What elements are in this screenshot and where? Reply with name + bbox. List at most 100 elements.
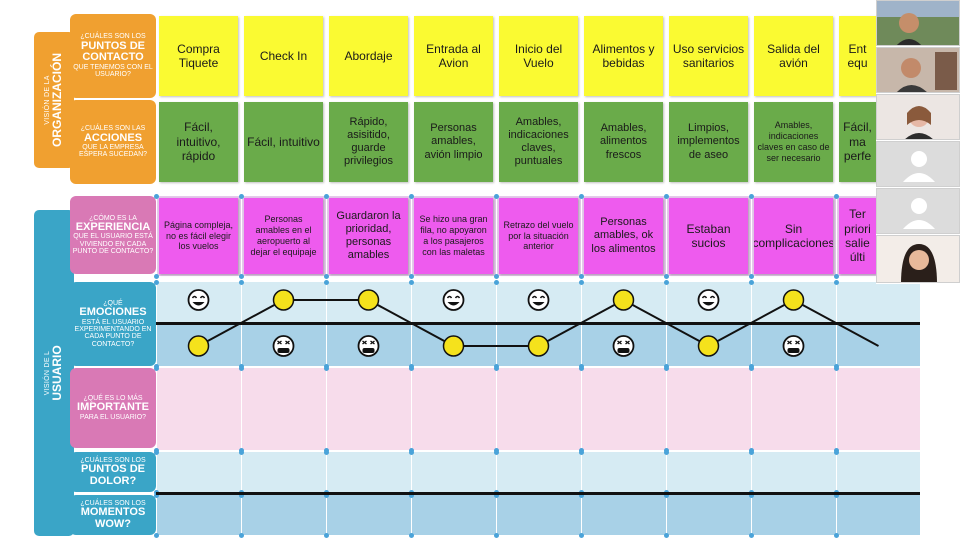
grid-dot	[324, 274, 329, 279]
participant-tile-5[interactable]	[876, 188, 960, 234]
experience-note-2[interactable]: Personas amables en el aeropuerto al dej…	[244, 198, 323, 274]
column-divider	[496, 196, 497, 276]
crying-face-icon	[612, 335, 635, 357]
emotion-point[interactable]	[697, 335, 720, 357]
column-divider	[156, 196, 157, 276]
experience-note-1[interactable]: Página compleja, no es fácil elegir los …	[159, 198, 238, 274]
user-placeholder-icon	[877, 142, 959, 186]
experience-note-7[interactable]: Estaban sucios	[669, 198, 748, 274]
grid-dot	[239, 366, 244, 371]
emotion-point[interactable]	[357, 289, 380, 311]
grinning-face-icon	[697, 289, 720, 311]
column-divider	[326, 196, 327, 276]
grid-dot	[494, 194, 499, 199]
participant-1-avatar	[877, 1, 959, 45]
column-divider	[411, 495, 412, 535]
touchpoint-note-1[interactable]: Compra Tiquete	[159, 16, 238, 96]
grid-dot	[664, 493, 669, 498]
grid-dot	[409, 280, 414, 285]
action-note-6[interactable]: Amables, alimentos frescos	[584, 102, 663, 182]
participant-tile-6[interactable]	[876, 235, 960, 283]
experience-note-8[interactable]: Sin complicaciones	[754, 198, 833, 274]
emotion-point[interactable]	[272, 289, 295, 311]
column-divider	[581, 196, 582, 276]
column-divider	[411, 452, 412, 492]
grinning-face-icon	[187, 289, 210, 311]
touchpoint-note-7[interactable]: Uso servicios sanitarios	[669, 16, 748, 96]
emotion-point[interactable]	[612, 289, 635, 311]
grid-dot	[579, 274, 584, 279]
participant-tile-2[interactable]	[876, 47, 960, 93]
grid-dot	[749, 366, 754, 371]
grinning-face-icon	[527, 289, 550, 311]
experience-note-9[interactable]: Ter priori salie últi	[839, 198, 876, 274]
participant-tile-3[interactable]	[876, 94, 960, 140]
grid-dot	[579, 493, 584, 498]
touchpoint-note-8[interactable]: Salida del avión	[754, 16, 833, 96]
section-organizacion: VISIÓN DE LA ORGANIZACIÓN	[34, 32, 74, 168]
column-divider	[326, 495, 327, 535]
grid-dot	[834, 493, 839, 498]
touchpoint-note-6[interactable]: Alimentos y bebidas	[584, 16, 663, 96]
video-call-panel	[876, 0, 960, 284]
grid-dot	[749, 493, 754, 498]
column-divider	[581, 368, 582, 450]
grid-dot	[494, 493, 499, 498]
grid-dot	[579, 366, 584, 371]
action-note-8[interactable]: Amables, indicaciones claves en caso de …	[754, 102, 833, 182]
emotion-point[interactable]	[187, 335, 210, 357]
participant-tile-1[interactable]	[876, 0, 960, 46]
action-note-4[interactable]: Personas amables, avión limpio	[414, 102, 493, 182]
grid-dot	[154, 280, 159, 285]
experience-note-4[interactable]: Se hizo una gran fila, no apoyaron a los…	[414, 198, 493, 274]
column-divider	[496, 495, 497, 535]
grid-dot	[834, 280, 839, 285]
grid-dot	[409, 533, 414, 538]
action-note-2[interactable]: Fácil, intuitivo	[244, 102, 323, 182]
touchpoint-note-3[interactable]: Abordaje	[329, 16, 408, 96]
grid-dot	[324, 366, 329, 371]
crying-face-icon	[357, 335, 380, 357]
action-note-9[interactable]: Fácil, ma perfe	[839, 102, 876, 182]
experience-note-6[interactable]: Personas amables, ok los alimentos	[584, 198, 663, 274]
dolor-band	[156, 452, 920, 492]
user-placeholder-icon	[877, 189, 959, 233]
grid-dot	[324, 533, 329, 538]
grid-dot	[664, 366, 669, 371]
grid-dot	[749, 280, 754, 285]
column-divider	[836, 495, 837, 535]
experience-note-3[interactable]: Guardaron la prioridad, personas amables	[329, 198, 408, 274]
touchpoint-note-2[interactable]: Check In	[244, 16, 323, 96]
touchpoint-note-5[interactable]: Inicio del Vuelo	[499, 16, 578, 96]
emotion-point[interactable]	[442, 335, 465, 357]
grid-dot	[494, 274, 499, 279]
action-note-3[interactable]: Rápido, asisitido, guarde privilegios	[329, 102, 408, 182]
grid-dot	[494, 533, 499, 538]
grid-dot	[324, 194, 329, 199]
experience-note-5[interactable]: Retrazo del vuelo por la situación anter…	[499, 198, 578, 274]
column-divider	[751, 196, 752, 276]
grid-dot	[239, 533, 244, 538]
grid-dot	[409, 450, 414, 455]
participant-tile-4[interactable]	[876, 141, 960, 187]
column-divider	[836, 368, 837, 450]
touchpoint-note-9[interactable]: Ent equ	[839, 16, 876, 96]
grid-dot	[154, 450, 159, 455]
action-note-5[interactable]: Amables, indicaciones claves, puntuales	[499, 102, 578, 182]
action-note-1[interactable]: Fácil, intuitivo, rápido	[159, 102, 238, 182]
crying-face-icon	[272, 335, 295, 357]
grid-dot	[409, 274, 414, 279]
touchpoint-note-4[interactable]: Entrada al Avion	[414, 16, 493, 96]
section-usuario: VISIÓN DE L USUARIO	[34, 210, 74, 536]
grid-dot	[154, 366, 159, 371]
grid-dot	[834, 194, 839, 199]
column-divider	[666, 196, 667, 276]
question-importante: ¿QUÉ ES LO MÁS IMPORTANTE PARA EL USUARI…	[70, 368, 156, 448]
column-divider	[241, 495, 242, 535]
grid-dot	[239, 450, 244, 455]
action-note-7[interactable]: Limpios, implementos de aseo	[669, 102, 748, 182]
column-divider	[751, 368, 752, 450]
emotion-point[interactable]	[527, 335, 550, 357]
grid-dot	[409, 366, 414, 371]
emotion-point[interactable]	[782, 289, 805, 311]
